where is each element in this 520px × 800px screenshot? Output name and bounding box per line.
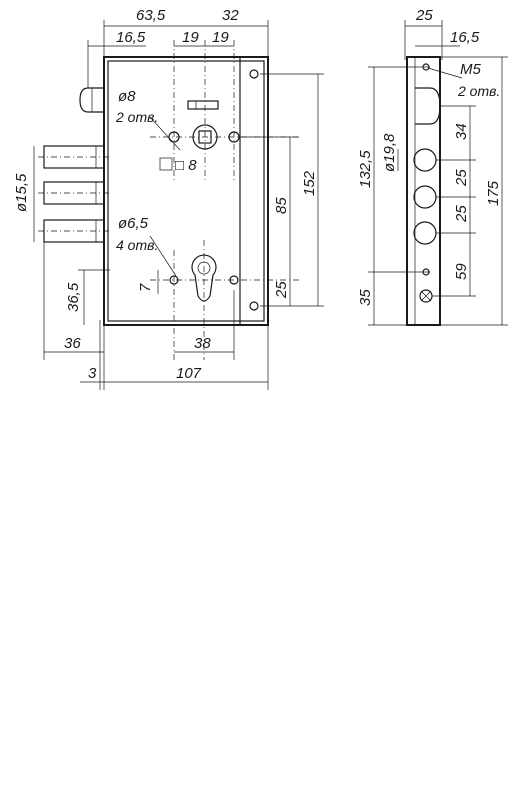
- dim-holes-2-left: 2 отв.: [115, 109, 158, 125]
- dimension-lines-front: [33, 20, 324, 390]
- dim-holes-4: 4 отв.: [116, 237, 158, 253]
- top-slot: [187, 100, 219, 110]
- dim-16-5-left: 16,5: [116, 29, 146, 46]
- dim-36-5: 36,5: [65, 282, 82, 312]
- dim-63-5: 63,5: [136, 7, 166, 24]
- faceplate-screws: [249, 69, 259, 311]
- dead-bolts: [38, 145, 110, 243]
- dim-d19-8: ø19,8: [381, 133, 398, 172]
- dim-36: 36: [64, 335, 81, 352]
- dim-132-5: 132,5: [357, 150, 374, 188]
- dim-holes-2-right: 2 отв.: [457, 83, 500, 99]
- dim-sq8: □ 8: [175, 157, 197, 174]
- dim-32: 32: [222, 7, 239, 24]
- dim-19-a: 19: [182, 29, 199, 46]
- dim-38: 38: [194, 335, 211, 352]
- dim-152: 152: [301, 170, 318, 196]
- dim-25-left: 25: [273, 281, 290, 299]
- dim-25-a: 25: [453, 169, 470, 187]
- dim-85: 85: [273, 197, 290, 214]
- dim-107: 107: [176, 365, 202, 382]
- lock-side-view: [406, 56, 441, 326]
- dimension-labels: 63,5 32 16,5 19 19 ø8 2 отв. □ 8 ø15,5 ø…: [13, 7, 502, 382]
- dim-d15-5: ø15,5: [13, 173, 30, 212]
- center-lines: [150, 40, 300, 360]
- latch-bolt: [79, 87, 104, 113]
- dim-59: 59: [453, 263, 470, 280]
- dim-175: 175: [485, 180, 502, 206]
- dim-d6-5: ø6,5: [118, 215, 149, 232]
- dim-19-b: 19: [212, 29, 229, 46]
- dimension-lines-side: [368, 20, 508, 326]
- dim-16-5-right: 16,5: [450, 29, 480, 46]
- dim-34: 34: [453, 123, 470, 140]
- dim-7: 7: [137, 283, 154, 292]
- dim-25-b: 25: [453, 205, 470, 223]
- dim-35: 35: [357, 289, 374, 306]
- dim-25-top: 25: [415, 7, 433, 24]
- dim-3: 3: [88, 365, 97, 382]
- dim-m5: M5: [460, 61, 481, 78]
- dim-d8: ø8: [118, 88, 136, 105]
